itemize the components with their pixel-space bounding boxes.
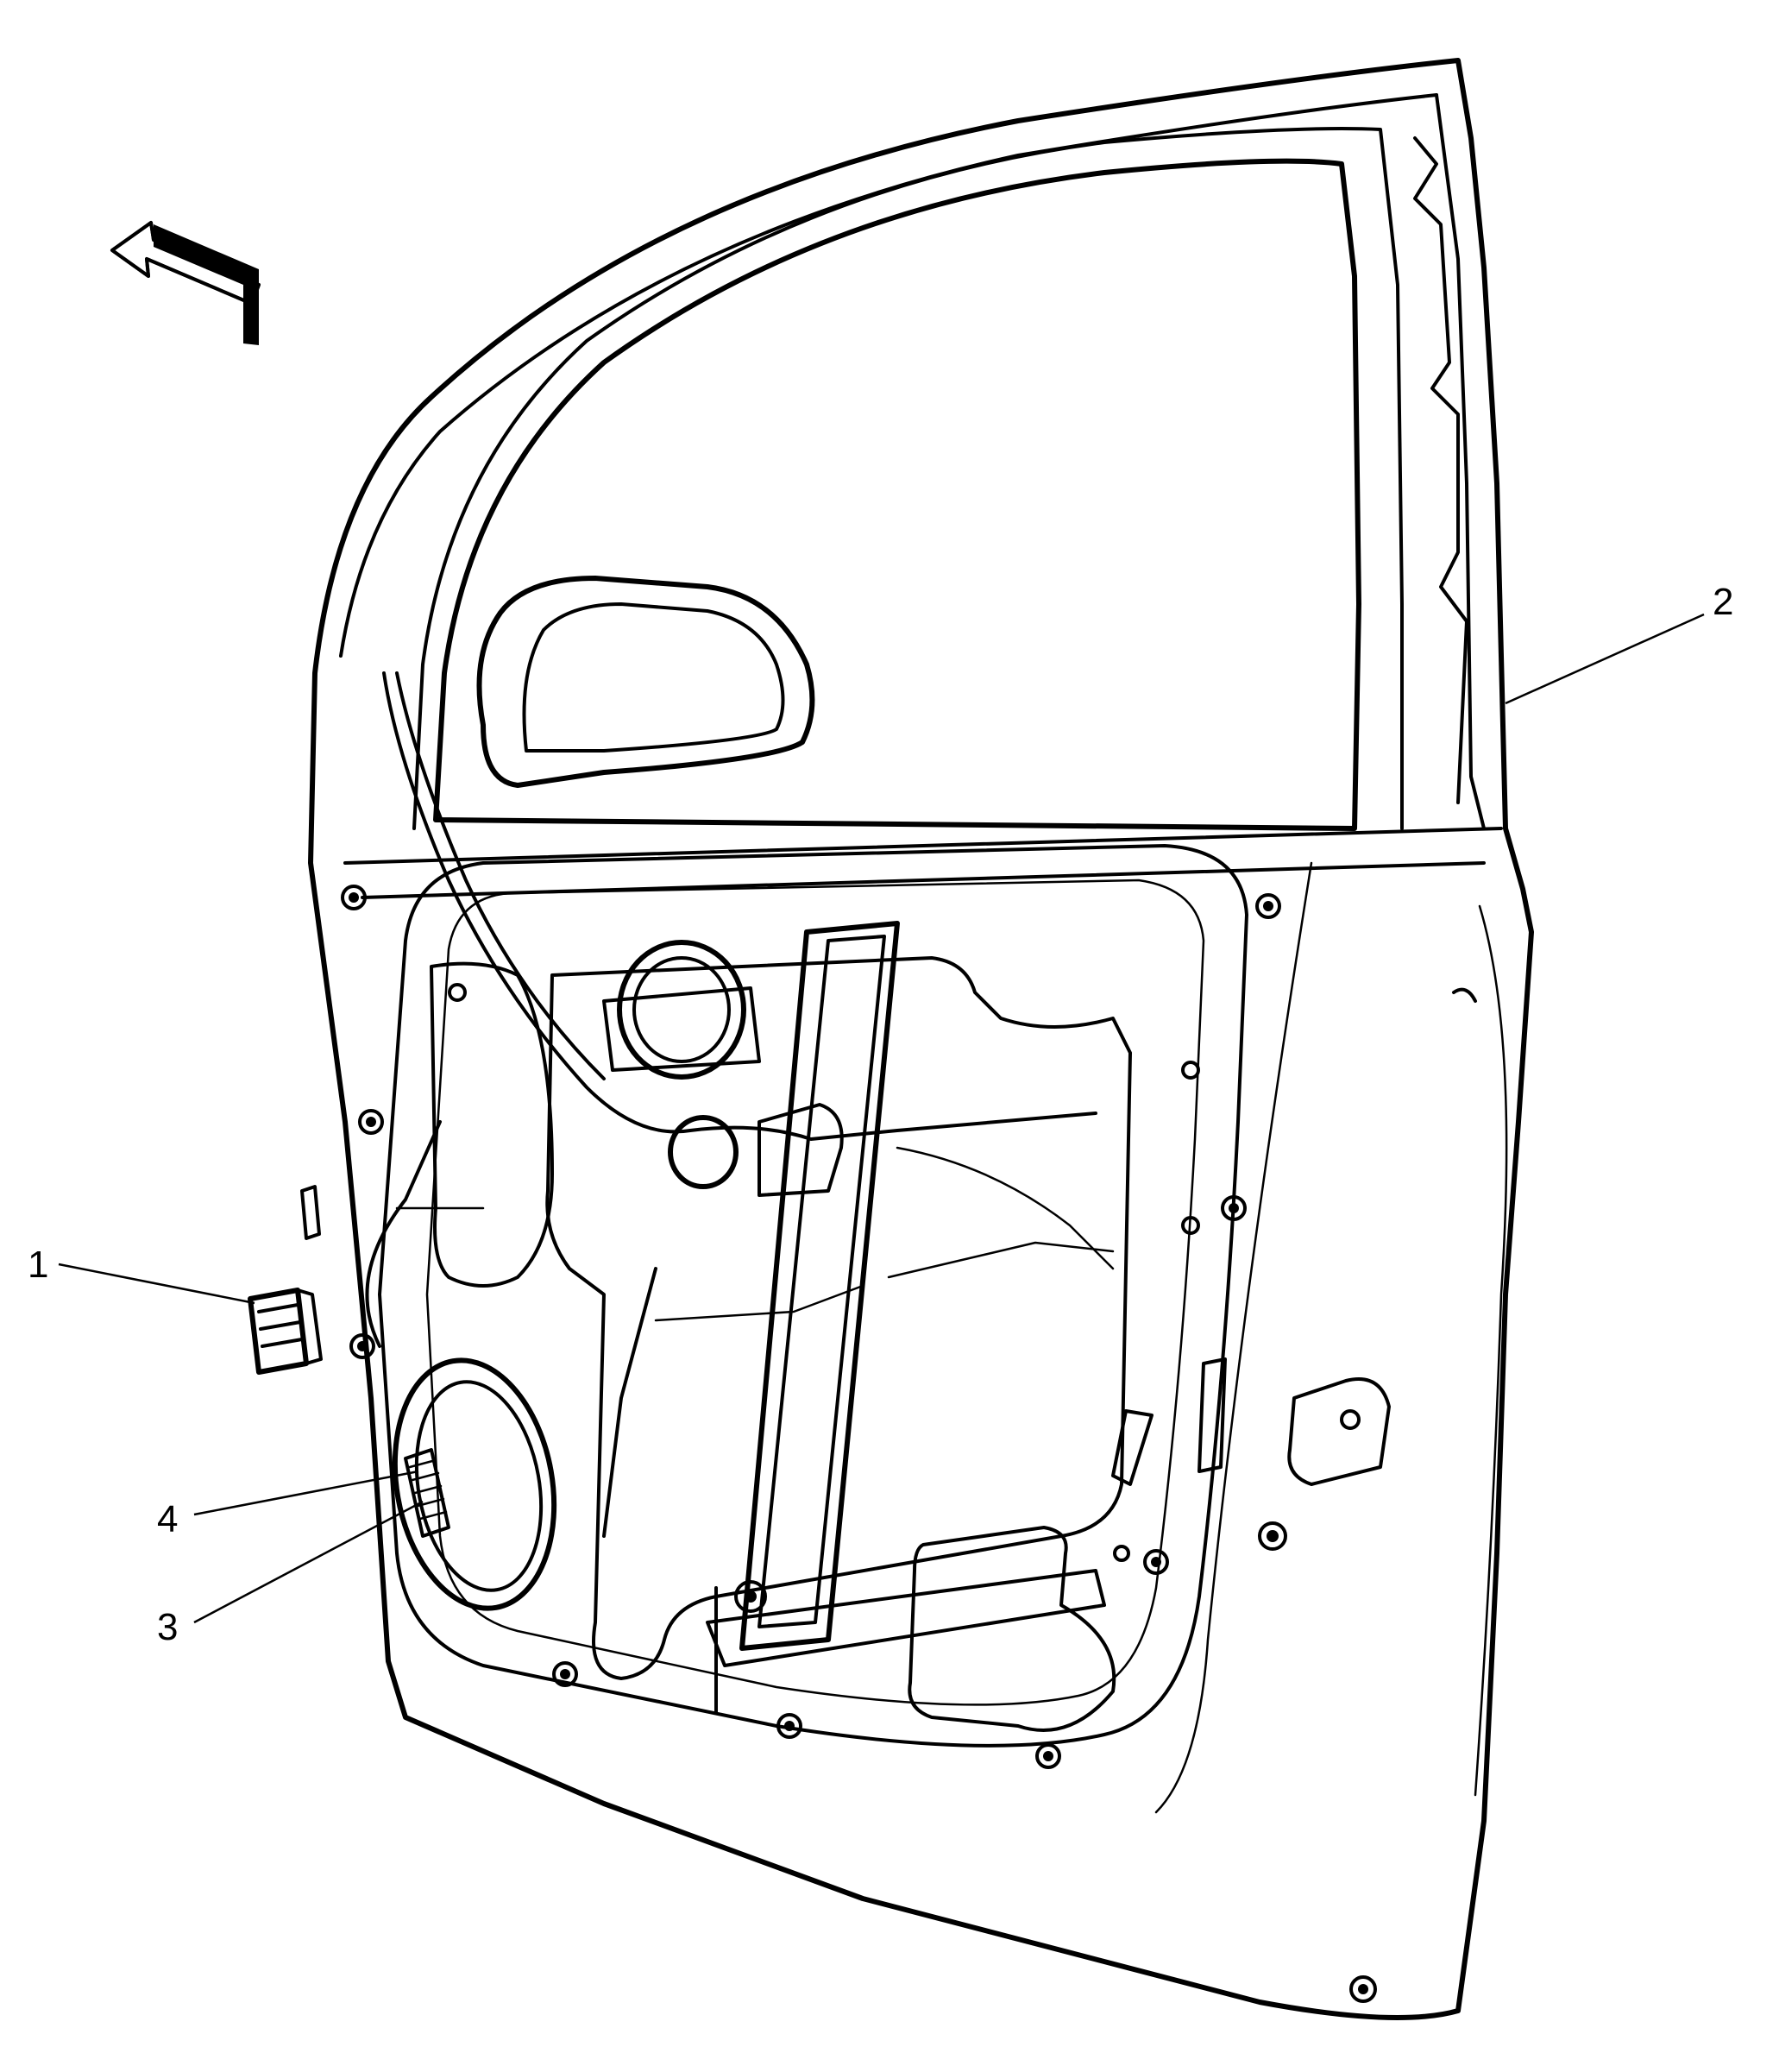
callout-4: 4 [157, 1498, 178, 1540]
callouts: 1 2 4 3 [28, 581, 1733, 1648]
door-frame [308, 58, 1534, 2020]
speaker-connector [404, 1448, 450, 1538]
connector-part-1 [248, 1288, 323, 1375]
callout-2: 2 [1713, 581, 1733, 623]
fasteners [341, 885, 1377, 2003]
window-regulator [602, 921, 1106, 1715]
hinges [300, 987, 1477, 1486]
inner-panel [378, 844, 1248, 1748]
wiring-harness [365, 671, 1115, 1538]
side-mirror [476, 576, 815, 788]
forward-arrow-icon [110, 221, 261, 345]
callout-3: 3 [157, 1606, 178, 1648]
leader-lines [58, 613, 1705, 1624]
callout-1: 1 [28, 1244, 48, 1286]
